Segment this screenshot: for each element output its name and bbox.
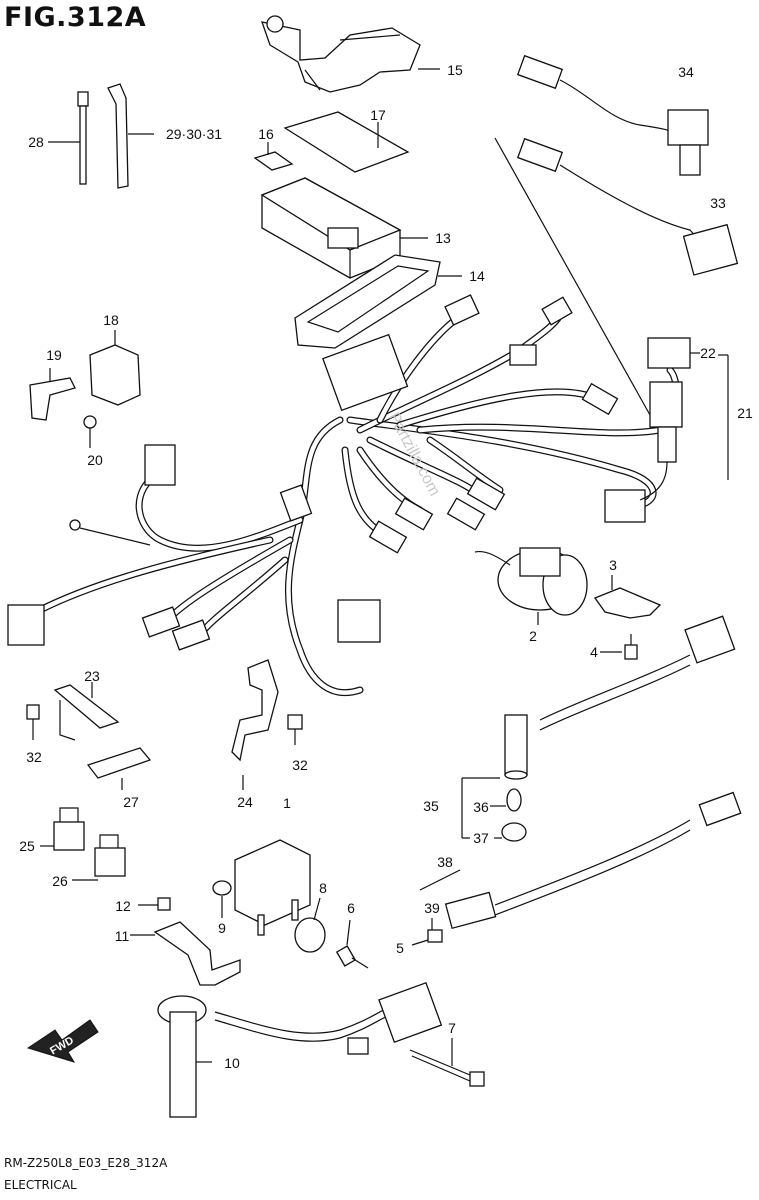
callout-24[interactable]: 24	[237, 794, 253, 810]
footer-section-name: ELECTRICAL	[4, 1178, 77, 1192]
callout-19[interactable]: 19	[46, 347, 62, 363]
fuse-part-39	[427, 929, 443, 943]
callout-23[interactable]: 23	[84, 668, 100, 684]
callout-13[interactable]: 13	[435, 230, 451, 246]
harness-connector-h	[394, 497, 434, 531]
callout-28[interactable]: 28	[28, 134, 44, 150]
callout-25[interactable]: 25	[19, 838, 35, 854]
cover-part-37	[501, 822, 527, 842]
harness-connector-m	[171, 619, 211, 651]
callout-1[interactable]: 1	[283, 795, 291, 811]
fuse-part-25	[40, 807, 85, 851]
callout-6[interactable]: 6	[347, 900, 355, 916]
harness-connector-g	[446, 497, 486, 531]
harness-ring-terminal	[69, 519, 81, 531]
fuse-part-26	[72, 834, 126, 881]
cap-part-22	[647, 337, 691, 369]
callout-2[interactable]: 2	[529, 628, 537, 644]
footer-figure-code: RM-Z250L8_E03_E28_312A	[4, 1156, 168, 1170]
pad-part-27	[86, 747, 152, 779]
ignition-coil-part-10	[157, 981, 443, 1118]
callout-36[interactable]: 36	[473, 799, 489, 815]
callout-9[interactable]: 9	[218, 920, 226, 936]
callout-39[interactable]: 39	[424, 900, 440, 916]
bolt-part-12	[138, 897, 171, 911]
callout-14[interactable]: 14	[469, 268, 485, 284]
ecm-part-13	[260, 177, 428, 279]
forward-arrow-icon	[26, 1019, 99, 1063]
strap-part-14	[294, 254, 462, 349]
callout-16[interactable]: 16	[258, 126, 274, 142]
bolt-part-32a	[26, 704, 40, 740]
regulator-part-9	[234, 839, 311, 936]
relay-part-18	[89, 330, 141, 406]
cable-tie-part-28	[48, 91, 89, 185]
callout-34[interactable]: 34	[678, 64, 694, 80]
collar-part-9	[212, 880, 232, 896]
harness-connector-c	[509, 344, 537, 366]
callout-26[interactable]: 26	[52, 873, 68, 889]
callout-32-right[interactable]: 32	[292, 757, 308, 773]
harness-connector-j	[144, 444, 176, 486]
bolt-part-7	[409, 1038, 485, 1087]
callout-12[interactable]: 12	[115, 898, 131, 914]
callout-38[interactable]: 38	[437, 854, 453, 870]
grommet-part-8	[294, 897, 326, 953]
figure-title: FIG.312A	[4, 2, 147, 33]
callout-7[interactable]: 7	[448, 1020, 456, 1036]
callout-32-left[interactable]: 32	[26, 749, 42, 765]
callout-3[interactable]: 3	[609, 557, 617, 573]
harness-grommet	[279, 484, 313, 522]
callout-21[interactable]: 21	[737, 405, 753, 421]
harness-connector-l	[141, 606, 181, 638]
pad-part-16	[253, 151, 294, 171]
callout-10[interactable]: 10	[224, 1055, 240, 1071]
connector-part-21	[639, 381, 683, 501]
bracket-part-24	[231, 659, 279, 762]
plug-part-36	[506, 788, 522, 812]
bolt-part-4	[600, 634, 638, 660]
bracket-part-11	[153, 921, 241, 986]
callout-20[interactable]: 20	[87, 452, 103, 468]
bracket-part-3	[593, 587, 662, 619]
pad-part-23	[53, 684, 120, 729]
callout-4[interactable]: 4	[590, 644, 598, 660]
callout-37[interactable]: 37	[473, 830, 489, 846]
callout-17[interactable]: 17	[370, 107, 386, 123]
callout-27[interactable]: 27	[123, 794, 139, 810]
cable-band-part-29	[107, 83, 154, 189]
callout-8[interactable]: 8	[319, 880, 327, 896]
callout-29-30-31[interactable]: 29·30·31	[165, 126, 223, 142]
bolt-part-32b	[287, 714, 303, 745]
pad-part-17	[283, 111, 410, 173]
harness-connector-e	[604, 489, 646, 523]
harness-connector-a	[444, 294, 480, 326]
callout-15[interactable]: 15	[447, 62, 463, 78]
callout-22[interactable]: 22	[700, 345, 716, 361]
harness-connector-f	[466, 477, 506, 511]
harness-part-38	[419, 791, 742, 930]
callout-11[interactable]: 11	[114, 928, 130, 944]
harness-connector-d	[581, 382, 619, 416]
bolt-part-20	[83, 415, 97, 448]
bracket-part-19	[29, 377, 76, 421]
harness-connector-k	[337, 599, 381, 643]
harness-connector-i	[368, 520, 408, 554]
bracket-part-15	[261, 15, 440, 93]
sensor-part-33	[516, 137, 739, 276]
callout-35[interactable]: 35	[423, 798, 439, 814]
callout-33[interactable]: 33	[710, 195, 726, 211]
harness-main-connector	[322, 333, 409, 412]
sensor-part-34	[516, 54, 709, 176]
callout-18[interactable]: 18	[103, 312, 119, 328]
callout-5[interactable]: 5	[396, 940, 404, 956]
bolt-part-6	[335, 919, 369, 969]
plug-cap-part-35	[504, 615, 736, 780]
harness-connector-n	[7, 604, 45, 646]
harness-connector-b	[541, 296, 573, 326]
horn-part-2	[474, 547, 588, 625]
